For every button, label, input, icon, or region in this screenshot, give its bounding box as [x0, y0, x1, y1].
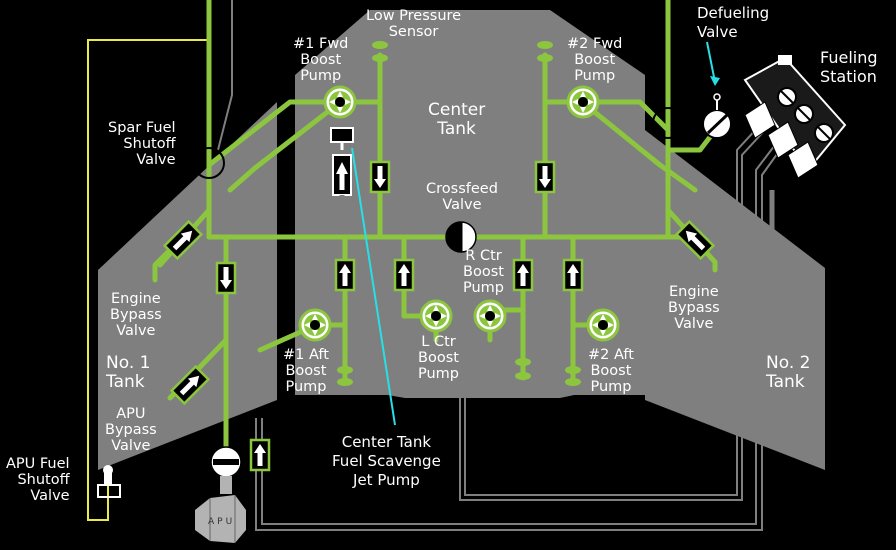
fueling-station-shape	[743, 55, 847, 179]
apu-feed-line	[255, 149, 781, 531]
check-valve-rctr	[512, 258, 534, 292]
spar-fuel-shutoff-valve-label: Spar Fuel Shutoff Valve	[108, 120, 176, 168]
scavenge-jet-pump-label: Center Tank Fuel Scavenge Jet Pump	[332, 433, 441, 489]
aft-boost-pump-2	[586, 308, 620, 342]
check-valve-aft2	[562, 258, 584, 292]
check-valve-aft1	[334, 258, 356, 292]
defueling-valve-shape	[698, 93, 732, 152]
apu-bypass-valve-label: APU Bypass Valve	[105, 406, 157, 454]
r-ctr-boost-pump-label: R Ctr Boost Pump	[463, 248, 505, 296]
spar-fuel-shutoff-valve-2-shape	[652, 107, 684, 139]
scavenge-callout	[351, 147, 396, 426]
crossfeed-valve-shape	[445, 221, 477, 253]
check-valve-no1	[215, 261, 237, 295]
center-tank-label: Center Tank	[428, 100, 486, 139]
l-ctr-boost-pump	[419, 299, 453, 333]
check-valve-center-right	[534, 160, 556, 194]
check-valve-apu	[249, 438, 271, 472]
crossfeed-valve-label: Crossfeed Valve	[426, 181, 498, 213]
fwd-boost-pump-2	[566, 85, 600, 119]
check-valve-center-left	[369, 160, 391, 194]
fueling-station-label: Fueling Station	[820, 48, 878, 86]
defuel-line-1	[459, 129, 766, 501]
fwd-boost-pump-1	[323, 85, 357, 119]
apu-fuel-shutoff-valve-shape	[97, 465, 121, 498]
spar-fuel-shutoff-valve-shape	[193, 147, 225, 179]
aft-boost-pump-1-label: #1 Aft Boost Pump	[283, 347, 329, 395]
low-pressure-sensor-label: Low Pressure Sensor	[366, 8, 462, 40]
fwd-boost-pump-1-label: #1 Fwd Boost Pump	[293, 36, 349, 84]
engine-bypass-valve-right-label: Engine Bypass Valve	[668, 284, 720, 332]
fwd-boost-pump-2-label: #2 Fwd Boost Pump	[567, 36, 623, 84]
no2-tank-label: No. 2 Tank	[766, 353, 811, 392]
scavenge-jet-pump-shape	[330, 127, 354, 222]
center-tank-bottom	[300, 380, 645, 398]
no2-tank-shape	[645, 130, 825, 470]
no1-tank-shape	[98, 102, 277, 470]
apu-fuel-shutoff-valve-label: APU Fuel Shutoff Valve	[6, 456, 70, 504]
defuel-callout	[706, 41, 716, 83]
apu-shutoff-valve-shape	[210, 446, 242, 478]
check-valve-lctr	[393, 258, 415, 292]
apu-shape	[195, 476, 246, 543]
r-ctr-boost-pump	[473, 299, 507, 333]
aft-boost-pump-2-label: #2 Aft Boost Pump	[588, 347, 634, 395]
apu-label: APU	[208, 517, 236, 527]
aft-boost-pump-1	[298, 308, 332, 342]
engine-bypass-valve-left-label: Engine Bypass Valve	[110, 291, 162, 339]
defueling-valve-label: Defueling Valve	[697, 4, 770, 41]
l-ctr-boost-pump-label: L Ctr Boost Pump	[418, 334, 460, 382]
apu-power-line	[87, 39, 210, 521]
no1-tank-label: No. 1 Tank	[106, 353, 151, 392]
engine1-outline	[217, 0, 233, 151]
